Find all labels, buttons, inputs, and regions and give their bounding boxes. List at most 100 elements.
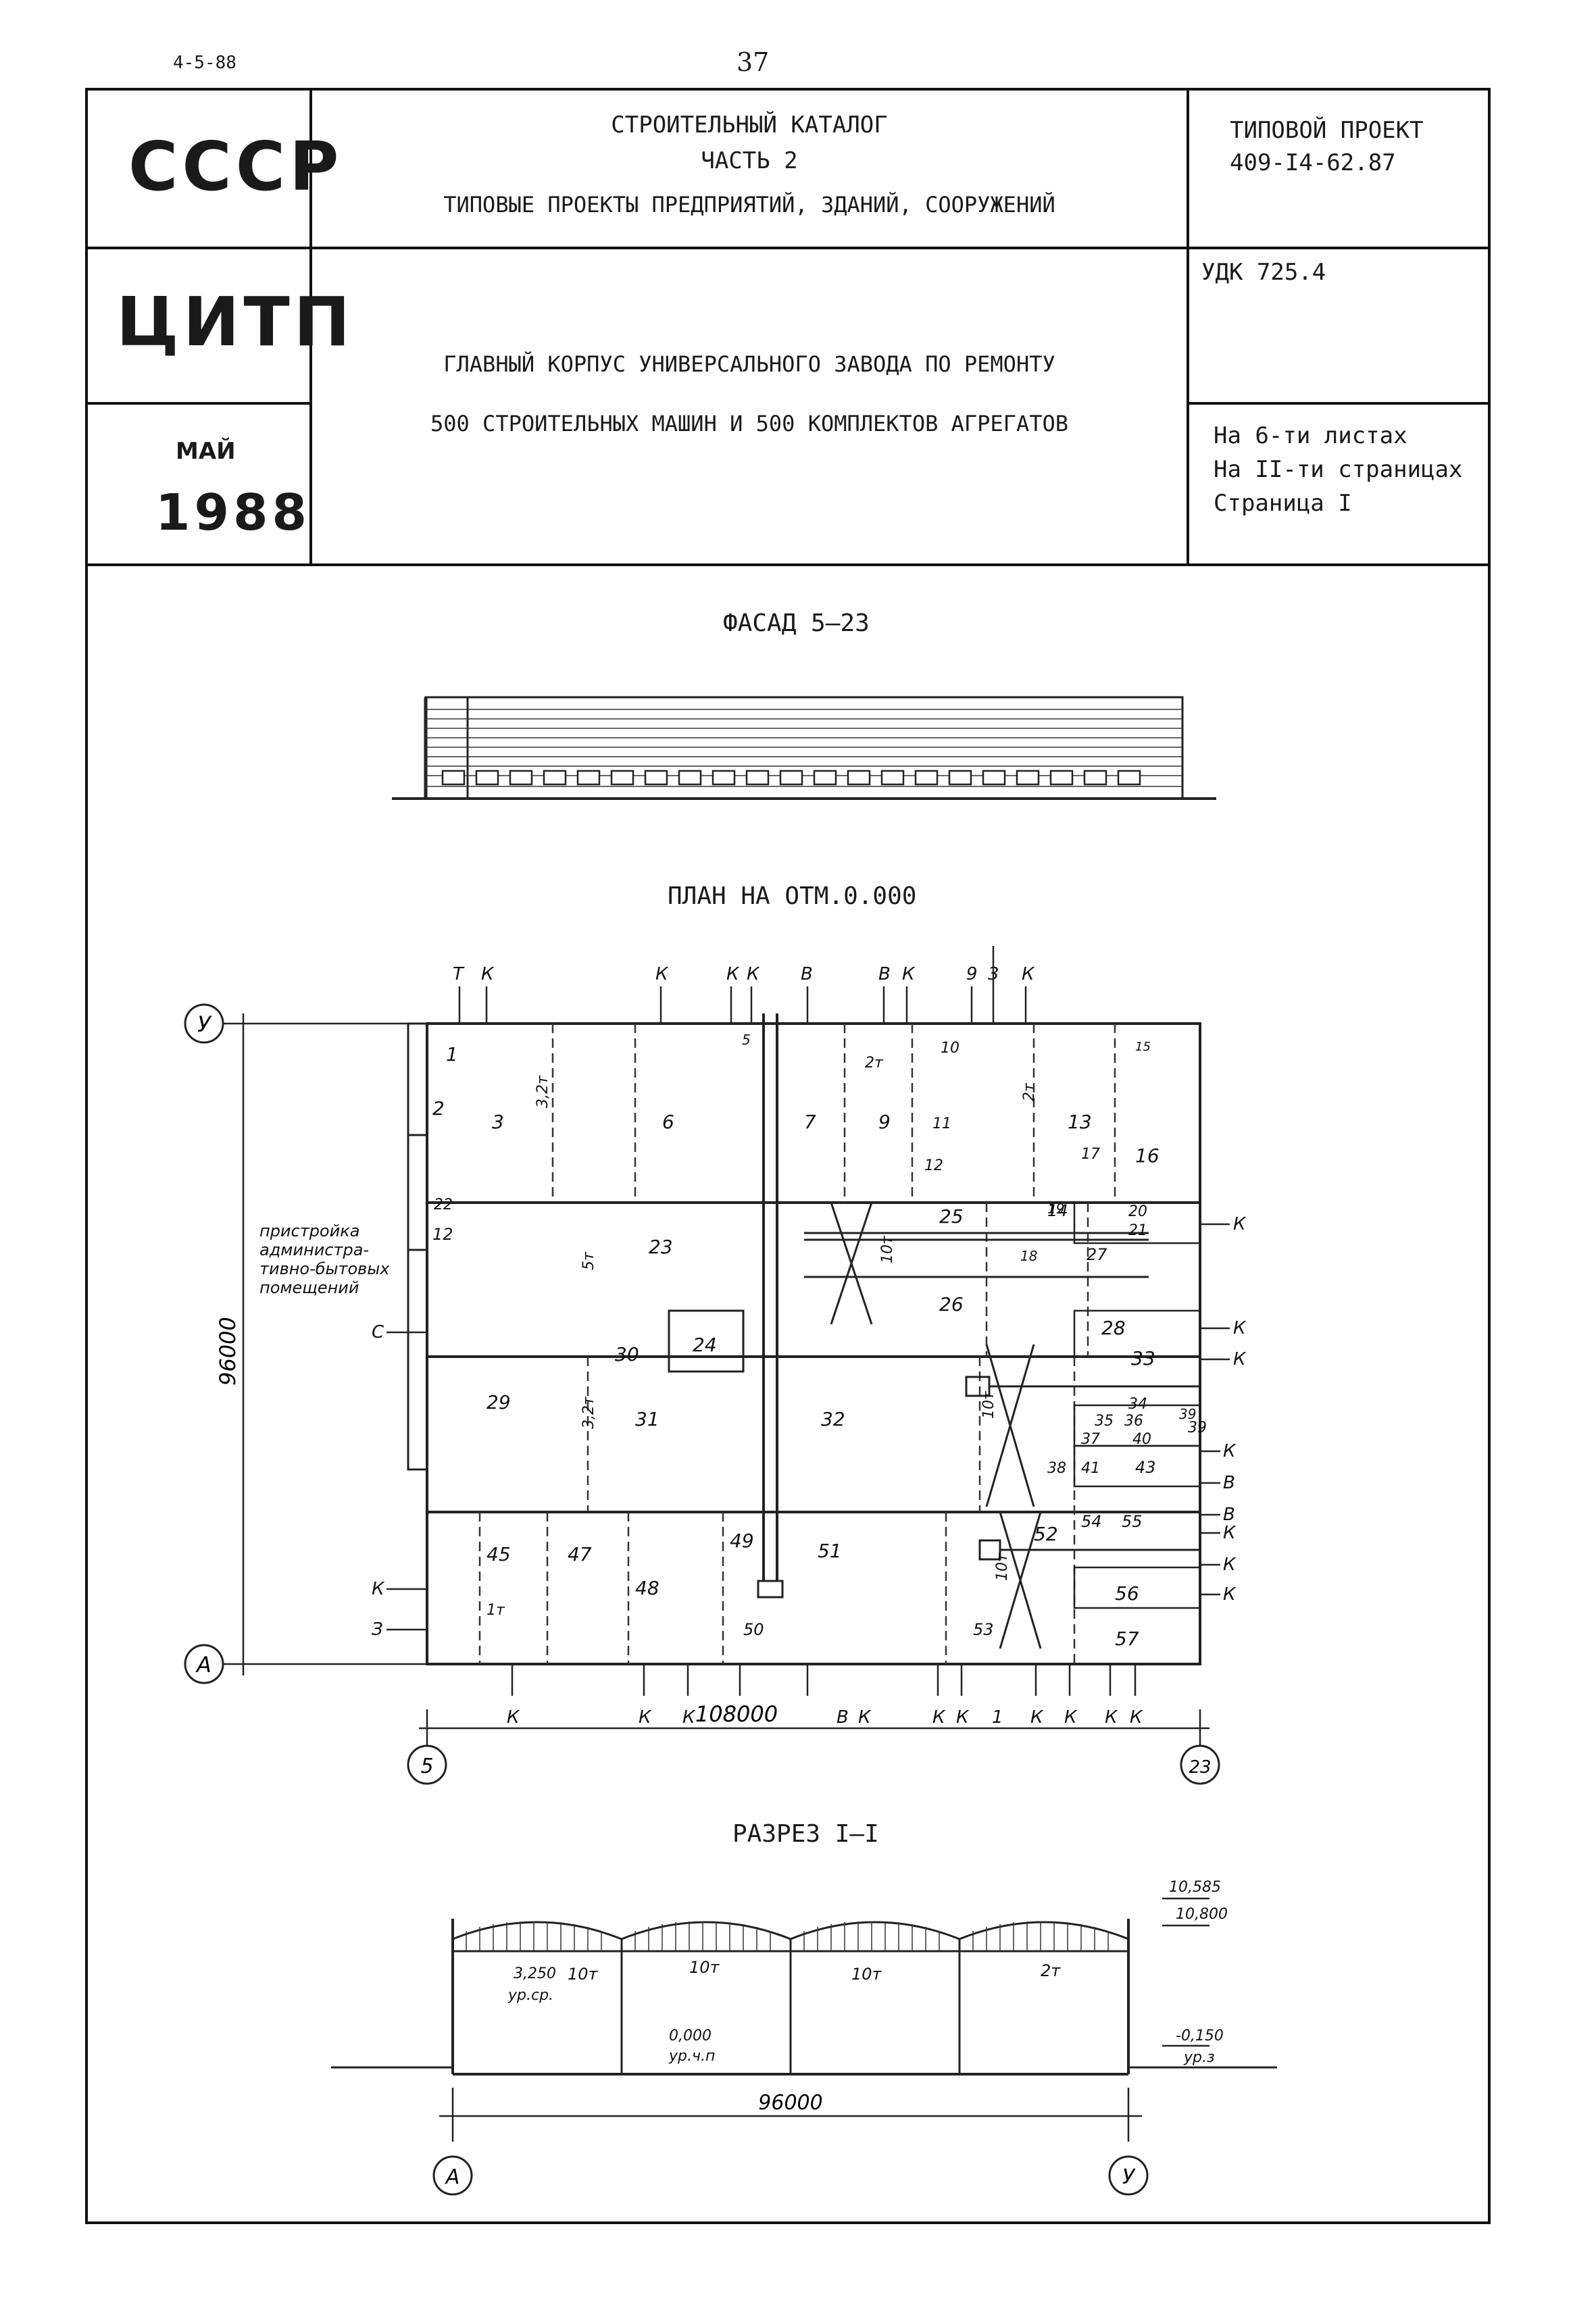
svg-text:43: 43: [1135, 1458, 1156, 1477]
svg-text:50: 50: [743, 1620, 764, 1639]
svg-text:13: 13: [1068, 1111, 1092, 1133]
header-col-1: [309, 88, 312, 565]
header-rule-left: [85, 402, 312, 405]
svg-text:48: 48: [635, 1577, 659, 1599]
svg-text:К: К: [1223, 1441, 1237, 1461]
svg-text:38: 38: [1047, 1460, 1066, 1477]
svg-text:К: К: [902, 964, 916, 984]
svg-text:56: 56: [1115, 1582, 1139, 1605]
svg-text:32: 32: [821, 1408, 845, 1430]
svg-text:5т: 5т: [580, 1251, 597, 1270]
section-drawing: 10т 10т 10т 2т 10,585 10,800 -0,150 ур.з…: [331, 1879, 1277, 2142]
release-year: 1988: [155, 484, 311, 542]
svg-text:2т: 2т: [865, 1055, 884, 1072]
svg-text:К: К: [1233, 1349, 1247, 1369]
svg-text:45: 45: [487, 1543, 511, 1565]
svg-text:5: 5: [742, 1032, 751, 1048]
svg-text:К: К: [1130, 1707, 1143, 1728]
svg-text:В: В: [878, 964, 891, 984]
svg-text:17: 17: [1081, 1146, 1100, 1163]
svg-text:37: 37: [1081, 1431, 1100, 1448]
svg-text:К: К: [1223, 1584, 1237, 1605]
svg-text:39: 39: [1179, 1406, 1196, 1422]
utility-input-arrows-left: [386, 1331, 427, 1631]
svg-text:22: 22: [434, 1197, 453, 1213]
roof-truss-hatching: [466, 1921, 1109, 1951]
annex-note: пристройка администра- тивно-бытовых пом…: [259, 1222, 390, 1297]
utility-inputs-left: С К З: [372, 1322, 385, 1640]
svg-text:К: К: [956, 1707, 970, 1728]
room-numbers: 1 2 3 6 7 9 10 11 12 13 16 14 20 21 22 1…: [432, 1032, 1196, 1650]
svg-text:3,250: 3,250: [514, 1965, 556, 1982]
plan-dim-height: 96000: [215, 1317, 241, 1386]
udk-code: УДК 725.4: [1201, 259, 1326, 286]
svg-text:помещений: помещений: [259, 1278, 359, 1297]
svg-text:К: К: [1223, 1555, 1237, 1575]
svg-text:11: 11: [932, 1115, 951, 1132]
catalog-line-3: ТИПОВЫЕ ПРОЕКТЫ ПРЕДПРИЯТИЙ, ЗДАНИЙ, СОО…: [443, 192, 1055, 218]
svg-text:12: 12: [924, 1157, 943, 1174]
page-frame: [85, 88, 1491, 2224]
svg-text:2т: 2т: [1021, 1082, 1038, 1101]
svg-text:К: К: [372, 1579, 385, 1599]
utility-inputs-bottom: К К К В К К К 1 К К К К: [507, 1707, 1143, 1728]
svg-text:10т: 10т: [994, 1553, 1011, 1581]
svg-text:19: 19: [1047, 1201, 1064, 1217]
svg-text:41: 41: [1081, 1460, 1100, 1477]
org-center: ЦИТП: [116, 282, 355, 361]
svg-text:К: К: [507, 1707, 520, 1728]
svg-text:55: 55: [1122, 1512, 1143, 1531]
svg-text:7: 7: [804, 1111, 816, 1133]
section-elevations: 10,585 10,800 -0,150 ур.з 0,000 ур.ч.п 3…: [507, 1879, 1228, 2066]
svg-text:10,800: 10,800: [1176, 1906, 1228, 1923]
facade-drawing: [392, 696, 1216, 800]
room-24-box: [668, 1309, 745, 1373]
svg-text:тивно-бытовых: тивно-бытовых: [259, 1259, 390, 1278]
svg-text:31: 31: [635, 1408, 659, 1430]
svg-text:26: 26: [939, 1293, 964, 1315]
svg-text:В: В: [1223, 1505, 1235, 1525]
svg-text:1: 1: [446, 1043, 458, 1065]
page-label: Страница I: [1214, 490, 1352, 517]
svg-text:28: 28: [1101, 1317, 1126, 1339]
svg-text:10т: 10т: [879, 1235, 896, 1263]
svg-text:К: К: [655, 964, 669, 984]
section-cranes: 10т 10т 10т 2т: [568, 1958, 1061, 1984]
section-title: РАЗРЕЗ I–I: [732, 1820, 879, 1848]
facade-title: ФАСАД 5–23: [723, 609, 870, 637]
svg-text:10т: 10т: [568, 1965, 599, 1984]
catalog-line-1: СТРОИТЕЛЬНЫЙ КАТАЛОГ: [611, 111, 888, 139]
svg-text:6: 6: [662, 1111, 674, 1133]
svg-text:К: К: [1233, 1318, 1247, 1338]
svg-text:39: 39: [1188, 1419, 1207, 1436]
svg-text:53: 53: [973, 1620, 994, 1639]
svg-text:К: К: [1233, 1214, 1247, 1234]
svg-text:пристройка: пристройка: [259, 1222, 359, 1240]
svg-text:В: В: [1223, 1473, 1235, 1493]
header-rule-1: [85, 247, 1491, 249]
crane-labels: 3,2т 5т 3,2т 10т 10т 10т 1т 2т 2т: [487, 1055, 1038, 1619]
svg-text:1: 1: [992, 1707, 1003, 1728]
svg-text:10т: 10т: [689, 1958, 720, 1977]
utility-input-arrows-bottom: [511, 1664, 1137, 1696]
axis-right-label: 23: [1189, 1757, 1211, 1778]
svg-text:34: 34: [1128, 1396, 1147, 1413]
svg-text:25: 25: [939, 1205, 964, 1228]
annex-strip: [407, 1022, 428, 1471]
section-axis-bubbles: А У: [432, 2155, 1149, 2196]
svg-text:З: З: [372, 1619, 383, 1640]
svg-text:15: 15: [1135, 1040, 1151, 1054]
header-rule-right: [1189, 402, 1491, 405]
doc-code: 4-5-88: [173, 53, 236, 73]
svg-text:47: 47: [568, 1543, 592, 1565]
axis-top-label: У: [197, 1011, 212, 1037]
plan-title: ПЛАН НА ОТМ.0.000: [668, 882, 917, 910]
utility-input-arrows-top: [458, 946, 1027, 1024]
svg-text:10: 10: [941, 1040, 959, 1057]
sheet-count: На 6-ти листах: [1214, 422, 1407, 449]
svg-text:ур.ч.п: ур.ч.п: [668, 2048, 715, 2065]
header-bottom-rule: [85, 563, 1491, 566]
svg-text:2т: 2т: [1041, 1961, 1061, 1980]
svg-text:12: 12: [432, 1225, 453, 1244]
svg-text:3,2т: 3,2т: [534, 1075, 551, 1108]
